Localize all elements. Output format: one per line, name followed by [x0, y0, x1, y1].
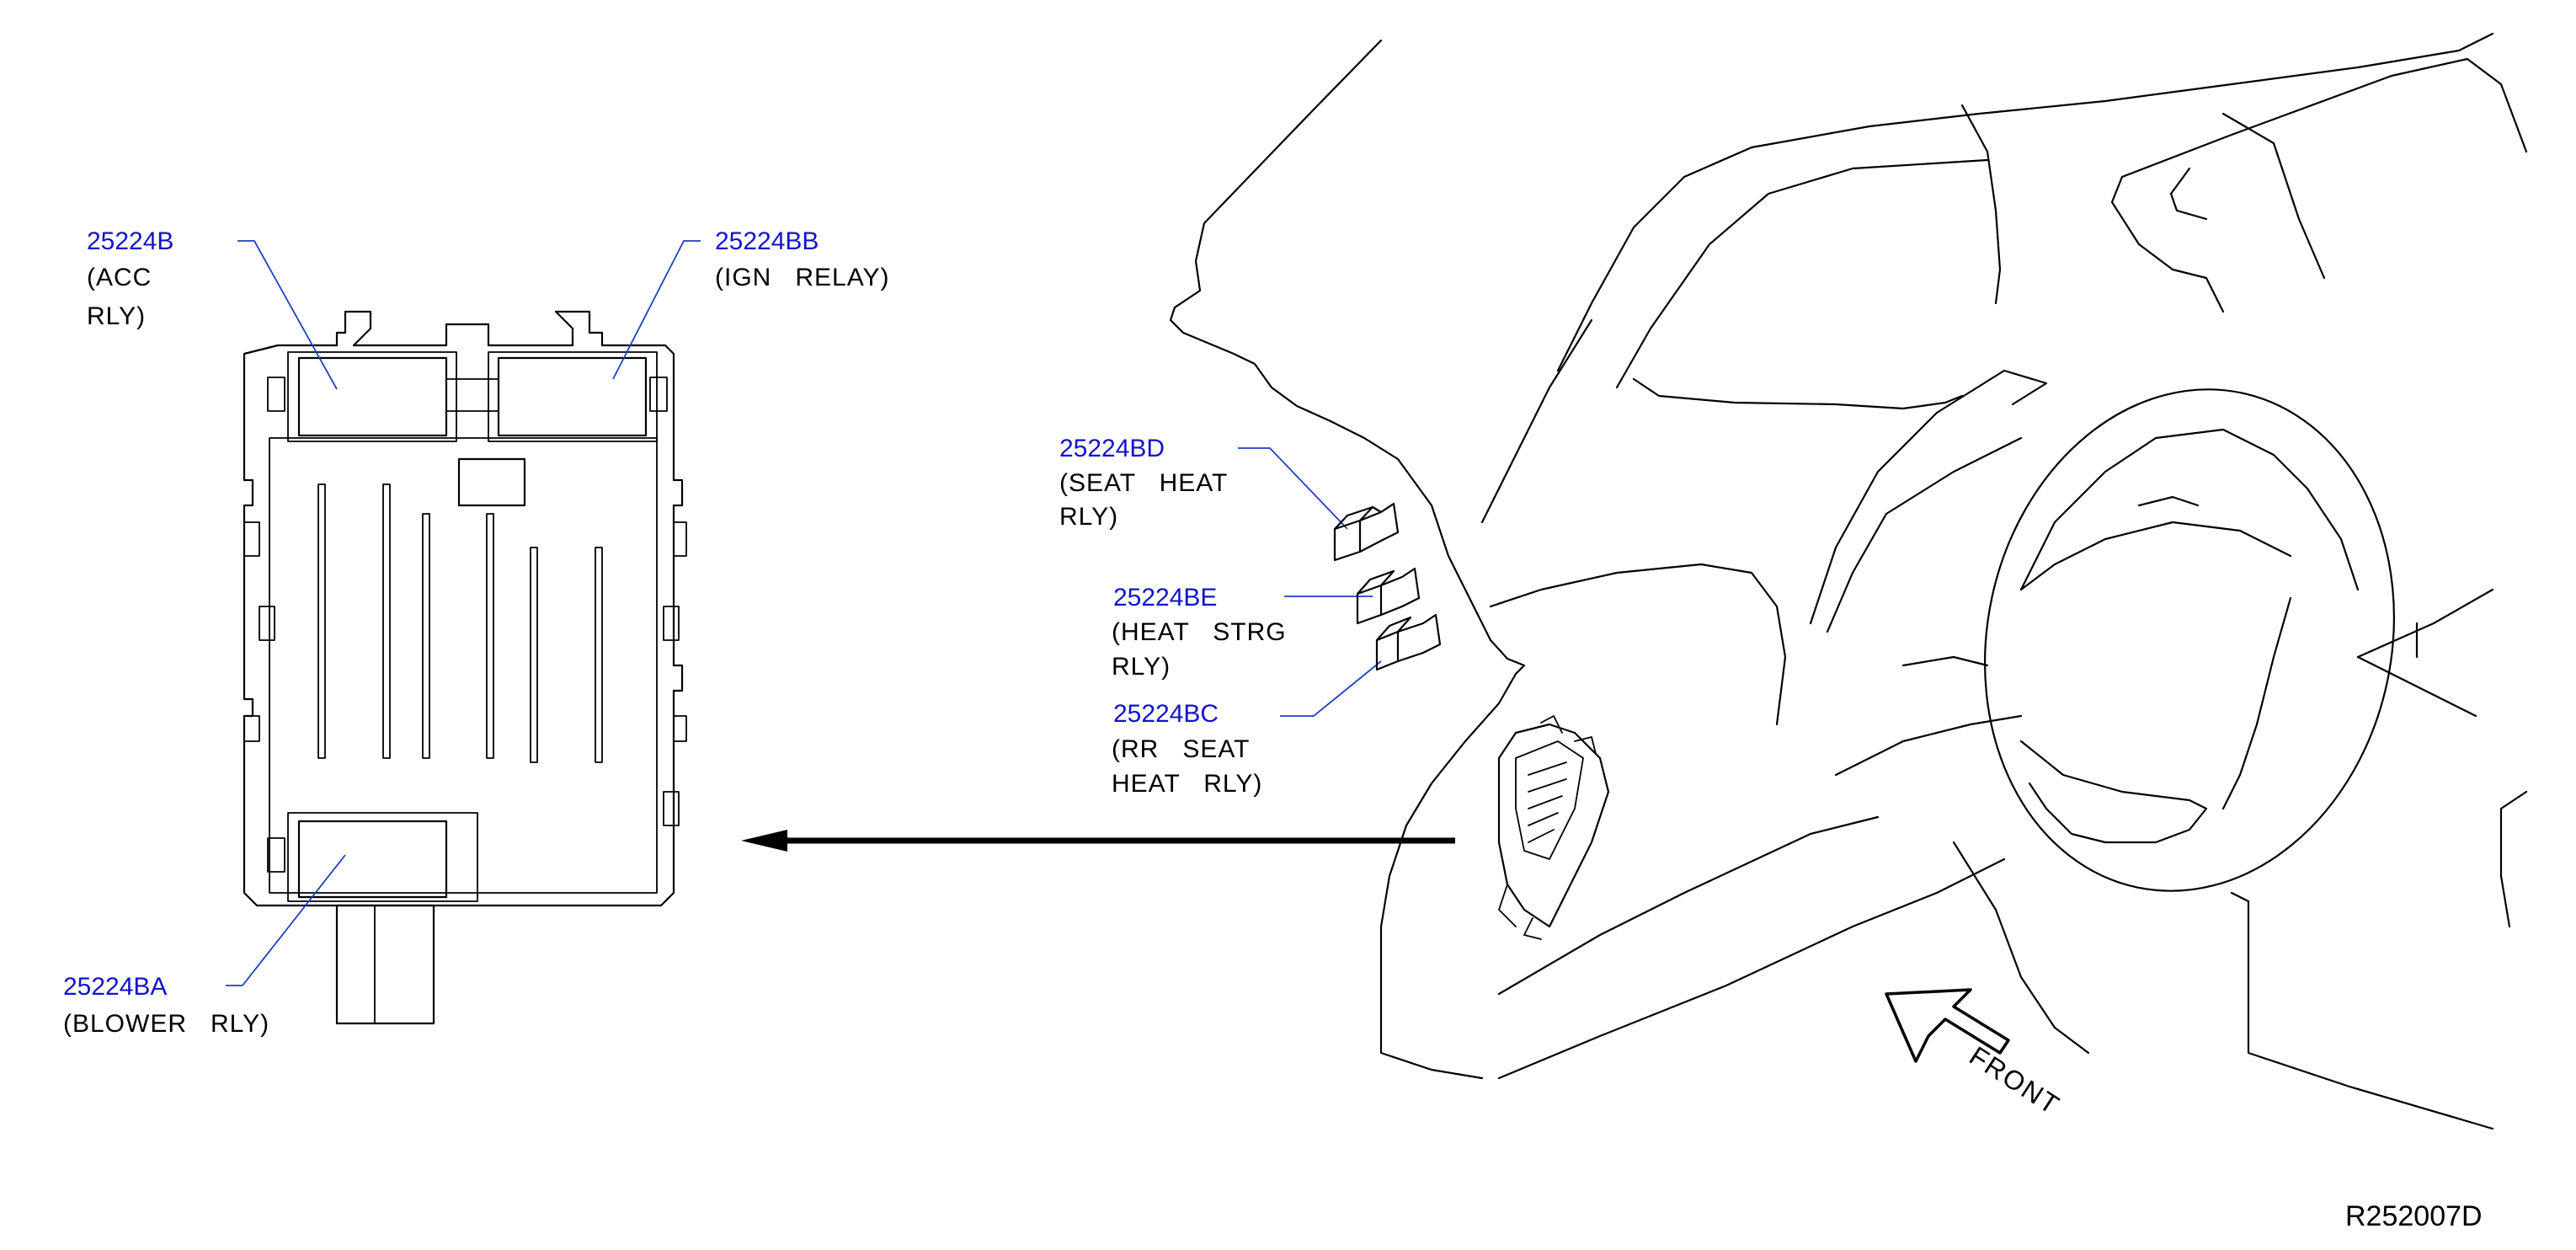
seat-heat-relay-description-line1: (SEAT HEAT — [1059, 469, 1229, 497]
heat-strg-relay-description-line1: (HEAT STRG — [1112, 618, 1287, 646]
location-arrow — [741, 830, 1455, 852]
front-direction-arrow — [1885, 988, 2010, 1063]
acc-relay-description-line2: RLY) — [87, 302, 147, 330]
leader-lines — [226, 240, 1382, 986]
blower-relay-description: (BLOWER RLY) — [63, 1010, 270, 1038]
terminal-slots — [317, 483, 603, 763]
acc-relay-description-line1: (ACC — [87, 264, 152, 291]
relay-block — [243, 310, 687, 1025]
small-relays — [1333, 502, 1442, 671]
acc-relay-part-number: 25224B — [87, 227, 174, 255]
ign-relay-description: (IGN RELAY) — [715, 264, 890, 291]
rr-seat-heat-relay-description-line2: HEAT RLY) — [1112, 770, 1263, 798]
heat-strg-relay-part-number: 25224BE — [1113, 584, 1218, 612]
seat-heat-relay-description-line2: RLY) — [1059, 503, 1119, 531]
rr-seat-heat-relay-part-number: 25224BC — [1113, 700, 1219, 728]
diagram-code: R252007D — [2345, 1200, 2483, 1232]
rr-seat-heat-relay-description-line1: (RR SEAT — [1112, 735, 1251, 763]
heat-strg-relay-description-line2: RLY) — [1112, 653, 1171, 681]
vehicle-dashboard — [1169, 32, 2528, 1130]
blower-relay-part-number: 25224BA — [63, 973, 168, 1001]
seat-heat-relay-part-number: 25224BD — [1059, 435, 1165, 462]
ign-relay-part-number: 25224BB — [715, 227, 819, 255]
